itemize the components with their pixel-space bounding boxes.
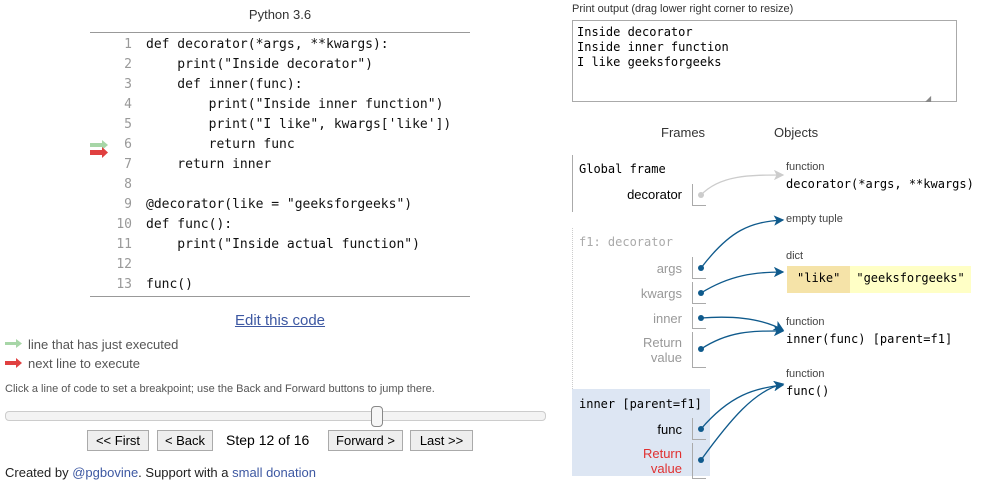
pointer-arrow (700, 380, 785, 461)
back-button[interactable]: < Back (157, 430, 213, 451)
code-line[interactable]: def inner(func): (146, 77, 303, 92)
var-box (692, 332, 706, 368)
author-link[interactable]: @pgbovine (72, 465, 139, 480)
var-args: args (656, 261, 682, 276)
var-return-2: value (650, 350, 682, 365)
line-number[interactable]: 1 (124, 37, 132, 52)
step-counter: Step 12 of 16 (226, 432, 310, 448)
legend-executed: line that has just executed (28, 337, 179, 352)
print-output-label: Print output (drag lower right corner to… (572, 3, 794, 15)
code-line[interactable]: @decorator(like = "geeksforgeeks") (146, 197, 413, 212)
var-box (692, 418, 706, 440)
obj-dict-type: dict (786, 250, 804, 262)
objects-header: Objects (774, 125, 819, 140)
line-number[interactable]: 7 (124, 157, 132, 172)
dict-key: "like" (787, 266, 851, 293)
line-number[interactable]: 11 (116, 237, 132, 252)
code-line[interactable]: print("Inside actual function") (146, 237, 420, 252)
frames-header: Frames (661, 125, 706, 140)
var-return-1: Return (642, 335, 682, 350)
line-number[interactable]: 5 (124, 117, 132, 132)
var-func: func (657, 422, 682, 437)
code-line[interactable]: print("Inside decorator") (146, 57, 373, 72)
code-line[interactable]: return func (146, 137, 295, 152)
line-number[interactable]: 4 (124, 97, 132, 112)
var-inner: inner (653, 311, 682, 326)
donation-link[interactable]: small donation (232, 465, 316, 480)
obj-decorator-value: decorator(*args, **kwargs) (786, 177, 974, 191)
print-output-box[interactable]: Inside decorator Inside inner function I… (572, 20, 957, 102)
code-line[interactable]: func() (146, 277, 193, 292)
next-arrow-icon (5, 358, 22, 368)
var-box (692, 184, 706, 206)
executed-arrow-icon (90, 140, 108, 150)
slider-handle[interactable] (370, 406, 383, 427)
inner-frame (572, 389, 710, 476)
legend-arrows (5, 339, 22, 368)
inner-frame-title: inner [parent=f1] (579, 397, 702, 411)
obj-inner-value: inner(func) [parent=f1] (786, 332, 953, 346)
obj-func-type: function (786, 368, 825, 380)
code-line[interactable]: def decorator(*args, **kwargs): (146, 37, 389, 52)
obj-func-value: func() (786, 384, 830, 398)
code-line[interactable]: def func(): (146, 217, 233, 232)
pointer-arrow (700, 325, 785, 350)
pointer-arrow (700, 316, 785, 331)
resize-handle-icon[interactable]: ◢ (925, 94, 932, 103)
pointer-arrow (700, 380, 785, 430)
obj-inner-type: function (786, 316, 825, 328)
code-line[interactable]: print("I like", kwargs['like']) (146, 117, 452, 132)
step-slider[interactable] (5, 411, 546, 421)
line-number[interactable]: 2 (124, 57, 132, 72)
edit-code-link[interactable]: Edit this code (234, 312, 326, 329)
pointer-arrow (700, 266, 785, 294)
var-kwargs: kwargs (640, 286, 682, 301)
first-button[interactable]: << First (87, 430, 149, 451)
line-number[interactable]: 10 (116, 217, 132, 232)
line-number[interactable]: 9 (124, 197, 132, 212)
credit-prefix: Created by (5, 465, 73, 480)
global-frame-border (572, 155, 573, 212)
line-number[interactable]: 13 (116, 277, 132, 292)
var-box (692, 257, 706, 279)
line-number[interactable]: 3 (124, 77, 132, 92)
var-return-1: Return (642, 446, 682, 461)
code-line[interactable]: return inner (146, 157, 272, 172)
var-decorator: decorator (627, 187, 682, 202)
next-arrow-icon (90, 147, 108, 158)
credit-line: Created by @pgbovine. Support with a sma… (5, 465, 316, 480)
code-bottom-divider (90, 296, 470, 297)
var-box (692, 282, 706, 304)
obj-decorator-type: function (786, 161, 825, 173)
f1-frame-title: f1: decorator (579, 235, 673, 249)
var-box (692, 443, 706, 479)
var-return-2: value (650, 461, 682, 476)
code-line[interactable]: print("Inside inner function") (146, 97, 444, 112)
legend-next: next line to execute (28, 356, 141, 371)
obj-empty-tuple: empty tuple (786, 213, 843, 225)
executed-arrow-icon (5, 339, 22, 348)
credit-mid: . Support with a (138, 465, 233, 480)
code-top-divider (90, 32, 470, 33)
line-number[interactable]: 8 (124, 177, 132, 192)
obj-dict: "like" "geeksforgeeks" (787, 266, 971, 293)
var-box (692, 307, 706, 329)
last-button[interactable]: Last >> (410, 430, 473, 451)
line-number[interactable]: 6 (124, 137, 132, 152)
line-arrows (90, 140, 108, 158)
f1-frame-border (572, 228, 573, 423)
line-number[interactable]: 12 (116, 257, 132, 272)
pointer-arrow (700, 169, 785, 196)
dict-value: "geeksforgeeks" (856, 271, 965, 285)
global-frame-title: Global frame (579, 162, 666, 176)
pointer-arrow (700, 215, 785, 269)
language-label: Python 3.6 (248, 7, 312, 22)
breakpoint-hint: Click a line of code to set a breakpoint… (5, 383, 435, 395)
forward-button[interactable]: Forward > (328, 430, 403, 451)
